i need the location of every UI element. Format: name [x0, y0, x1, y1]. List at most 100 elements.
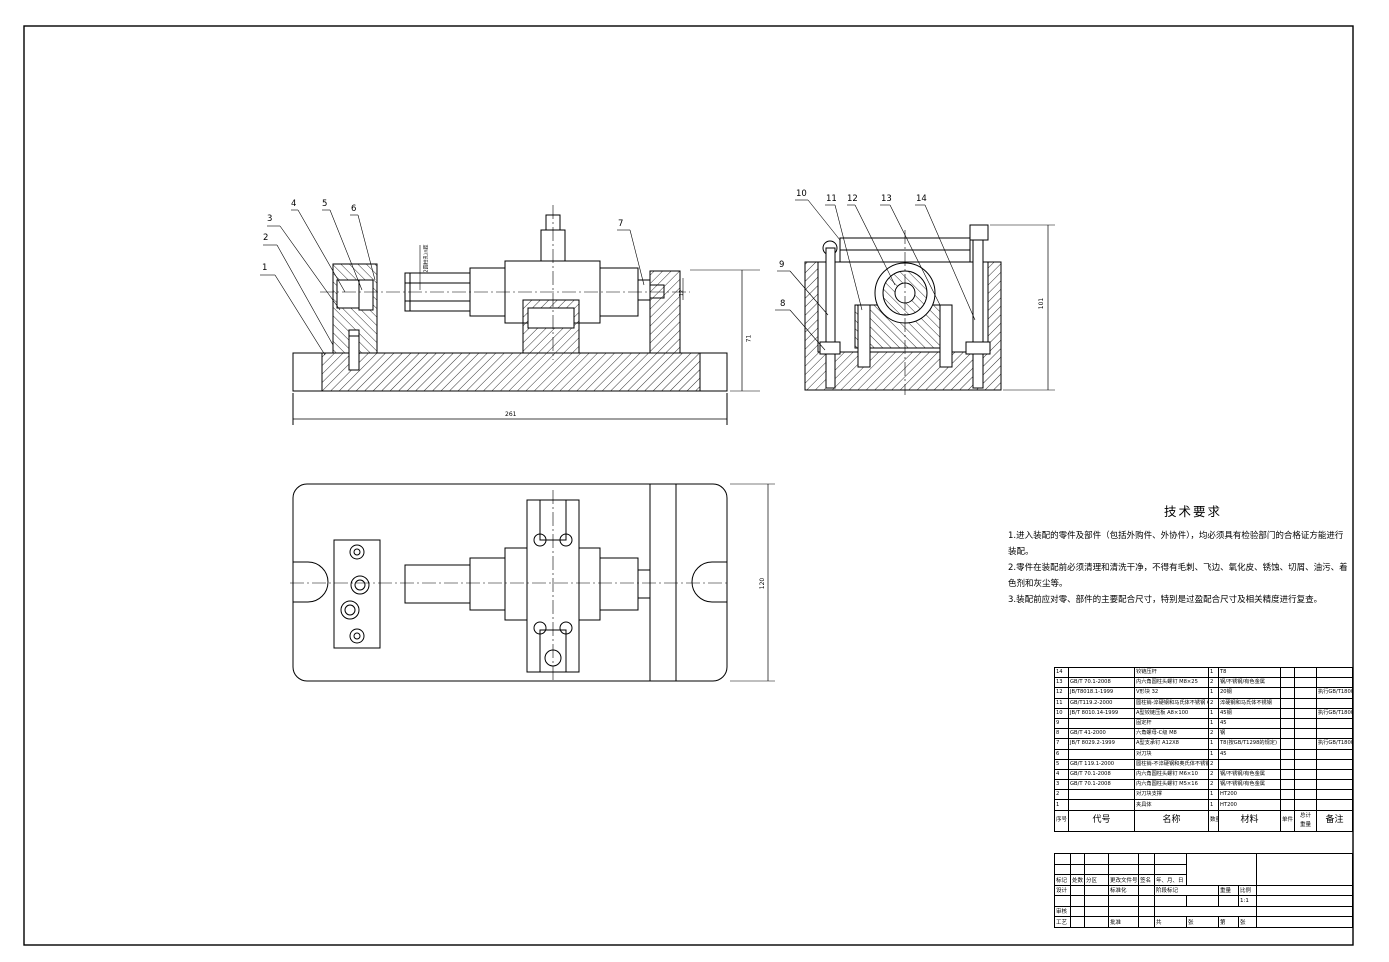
bom-cell-unit	[1280, 677, 1295, 689]
bom-cell-seq: 13	[1054, 677, 1069, 689]
bom-cell-qty: 1	[1208, 666, 1219, 679]
bom-cell-seq: 1	[1054, 799, 1069, 811]
bom-cell-total	[1294, 728, 1317, 740]
bom-cell-qty: 1	[1208, 789, 1219, 801]
front-view-callouts	[260, 209, 645, 356]
bom-cell-seq: 11	[1054, 697, 1069, 709]
bom-cell-qty: 1	[1208, 799, 1219, 811]
dim-width-top: 120	[759, 577, 767, 590]
bom-cell-remark: 执行GB/T1800	[1316, 707, 1353, 719]
tb-weight: 重量	[1218, 884, 1239, 896]
bom-cell-qty: 2	[1208, 758, 1219, 770]
bom-cell-qty: 2	[1208, 779, 1219, 791]
bom-cell-remark	[1316, 768, 1353, 781]
bom-cell-remark	[1316, 758, 1353, 770]
tech-item-1: 1.进入装配的零件及部件（包括外购件、外协件），均必须具有检验部门的合格证方能进…	[1008, 530, 1344, 557]
tech-item-2: 2.零件在装配前必须清理和清洗干净，不得有毛刺、飞边、氧化皮、锈蚀、切屑、油污、…	[1008, 563, 1348, 590]
bom-cell-seq: 7	[1054, 738, 1069, 750]
bom-cell-material: 45	[1218, 717, 1281, 730]
bom-cell-unit	[1280, 697, 1295, 709]
bom-cell-unit	[1280, 728, 1295, 740]
bom-cell-code: GB/T 119.1-2000	[1068, 758, 1135, 770]
bom-cell-material	[1218, 758, 1281, 770]
bom-cell-unit	[1280, 789, 1295, 801]
tb-standardize: 标准化	[1108, 884, 1139, 896]
bom-cell-code	[1068, 717, 1135, 730]
bom-cell-unit	[1280, 707, 1295, 719]
balloon-11: 11	[826, 194, 837, 204]
dim-height-side: 101	[1038, 297, 1046, 310]
top-view	[290, 483, 775, 682]
bom-cell-material: HT200	[1218, 789, 1281, 801]
bom-cell-name: 对刀块支撑	[1134, 789, 1209, 801]
hdr-seq: 序号	[1054, 809, 1069, 832]
bom-cell-qty: 1	[1208, 707, 1219, 719]
balloon-4: 4	[291, 199, 297, 209]
bom-cell-code: GB/T 70.1-2008	[1068, 768, 1135, 781]
bom-cell-name: 内六角圆柱头螺钉 M8×25	[1134, 677, 1209, 689]
bom-cell-unit	[1280, 748, 1295, 760]
bom-cell-total	[1294, 748, 1317, 760]
bom-cell-total	[1294, 738, 1317, 750]
tb-page-end: 张	[1238, 916, 1257, 928]
bom-cell-seq: 5	[1054, 758, 1069, 770]
bom-cell-remark	[1316, 799, 1353, 811]
bom-cell-name: 固定杆	[1134, 717, 1209, 730]
bom-cell-remark	[1316, 779, 1353, 791]
balloon-12: 12	[847, 194, 858, 204]
bom-cell-code	[1068, 799, 1135, 811]
bom-cell-remark	[1316, 697, 1353, 709]
tb-scale: 比例	[1238, 884, 1257, 896]
bom-cell-name: 铰链压杆	[1134, 666, 1209, 679]
bom-cell-code	[1068, 748, 1135, 760]
bom-cell-code: JB/T8018.1-1999	[1068, 687, 1135, 699]
bom-cell-seq: 10	[1054, 707, 1069, 719]
dim-height-front: 71	[745, 334, 753, 343]
bom-cell-seq: 2	[1054, 789, 1069, 801]
bom-cell-unit	[1280, 717, 1295, 730]
tb-change-doc: 更改文件号	[1108, 874, 1139, 886]
bom-cell-remark	[1316, 677, 1353, 689]
bom-cell-unit	[1280, 799, 1295, 811]
hdr-total-label: 总计	[1299, 812, 1311, 819]
bom-cell-code: GB/T 70.1-2008	[1068, 677, 1135, 689]
bom-cell-material: 钢	[1218, 728, 1281, 740]
bom-cell-total	[1294, 717, 1317, 730]
bom-cell-name: A型铰链压板 A8×100	[1134, 707, 1209, 719]
bom-cell-remark: 执行GB/T1800	[1316, 687, 1353, 699]
bom-cell-remark	[1316, 717, 1353, 730]
bom-cell-qty: 1	[1208, 717, 1219, 730]
bom-cell-code	[1068, 666, 1135, 679]
bom-cell-total	[1294, 687, 1317, 699]
technical-requirements: 技术要求 1.进入装配的零件及部件（包括外购件、外协件），均必须具有检验部门的合…	[1008, 500, 1348, 608]
bom-cell-total	[1294, 758, 1317, 770]
tb-date: 年、月、日	[1154, 874, 1187, 886]
bom-cell-name: 六角螺母-C级 M8	[1134, 728, 1209, 740]
bom-cell-material: T8	[1218, 666, 1281, 679]
bom-cell-material: 钢/不锈钢/有色金属	[1218, 768, 1281, 781]
tb-zone: 分区	[1084, 874, 1109, 886]
balloon-9: 9	[779, 260, 785, 270]
bom-cell-name: A型支承钉 A12X8	[1134, 738, 1209, 750]
bom-cell-name: 对刀块	[1134, 748, 1209, 760]
bom-cell-qty: 2	[1208, 677, 1219, 689]
hdr-code: 代号	[1068, 809, 1135, 832]
tb-total: 共	[1154, 916, 1187, 928]
title-block: 标记 处数 分区 更改文件号 签名 年、月、日 设计 标准化 阶段标记 重量 比…	[1054, 853, 1353, 945]
bom-cell-code: GB/T 41-2000	[1068, 728, 1135, 740]
bom-cell-qty: 1	[1208, 687, 1219, 699]
hdr-material: 材料	[1218, 809, 1281, 832]
bom-cell-unit	[1280, 768, 1295, 781]
bom-cell-name: 圆柱销-不淬硬钢和奥氏体不锈钢 5×18	[1134, 758, 1209, 770]
